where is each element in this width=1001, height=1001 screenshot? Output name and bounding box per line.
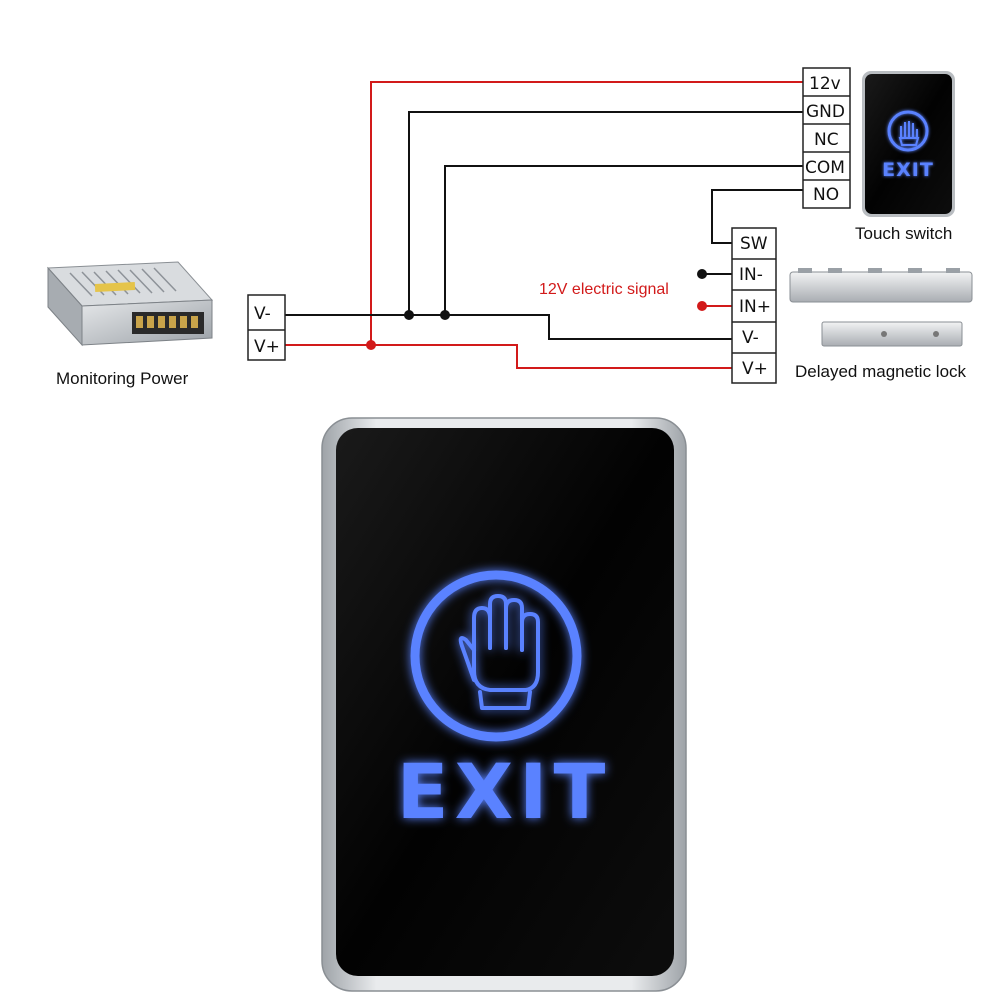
power-terminal-v-plus: V+	[254, 337, 280, 357]
power-supply-image	[46, 261, 214, 347]
switch-terminal-12v: 12v	[809, 74, 841, 94]
wire-com	[444, 165, 803, 315]
lock-terminal-v-minus: V-	[742, 328, 759, 348]
junction-in-minus	[697, 269, 707, 279]
hand-icon	[458, 594, 540, 710]
hand-icon	[898, 121, 920, 146]
junction-12v	[366, 340, 376, 350]
lock-terminal-sw: SW	[740, 234, 768, 254]
lock-terminal-in-plus: IN+	[739, 297, 771, 317]
power-terminal-v-minus: V-	[254, 304, 271, 324]
switch-terminal-no: NO	[813, 185, 839, 205]
closeup-exit-text: EXIT	[397, 747, 612, 836]
exit-button-closeup: EXIT	[321, 417, 687, 992]
magnetic-lock-image	[789, 268, 973, 347]
signal-label: 12V electric signal	[539, 281, 669, 298]
wire-no-sw	[711, 189, 803, 244]
lock-terminal-in-minus: IN-	[739, 265, 763, 285]
power-supply-label: Monitoring Power	[56, 369, 189, 388]
closeup-ring-icon	[410, 570, 582, 742]
switch-terminal-block: 12v GND NC COM NO	[802, 67, 851, 209]
junctions	[366, 269, 707, 350]
lock-terminal-block: SW IN- IN+ V- V+	[731, 227, 777, 384]
wire-v-minus	[285, 314, 732, 340]
junction-com	[440, 310, 450, 320]
touch-switch-label: Touch switch	[855, 224, 952, 243]
power-terminal-block: V- V+	[247, 294, 286, 361]
wires	[285, 81, 803, 369]
small-ring-icon	[887, 110, 929, 152]
lock-terminal-v-plus: V+	[742, 359, 768, 379]
junction-in-plus	[697, 301, 707, 311]
touch-switch-image: EXIT	[862, 71, 955, 217]
switch-terminal-nc: NC	[814, 130, 839, 150]
wire-v-plus	[285, 344, 732, 369]
closeup-plate	[336, 428, 674, 976]
wire-12v	[370, 81, 803, 345]
magnetic-lock-label: Delayed magnetic lock	[795, 362, 967, 381]
small-exit-text: EXIT	[882, 159, 934, 181]
wire-gnd	[408, 111, 803, 315]
switch-terminal-gnd: GND	[806, 102, 845, 122]
switch-terminal-com: COM	[805, 158, 845, 178]
junction-gnd	[404, 310, 414, 320]
